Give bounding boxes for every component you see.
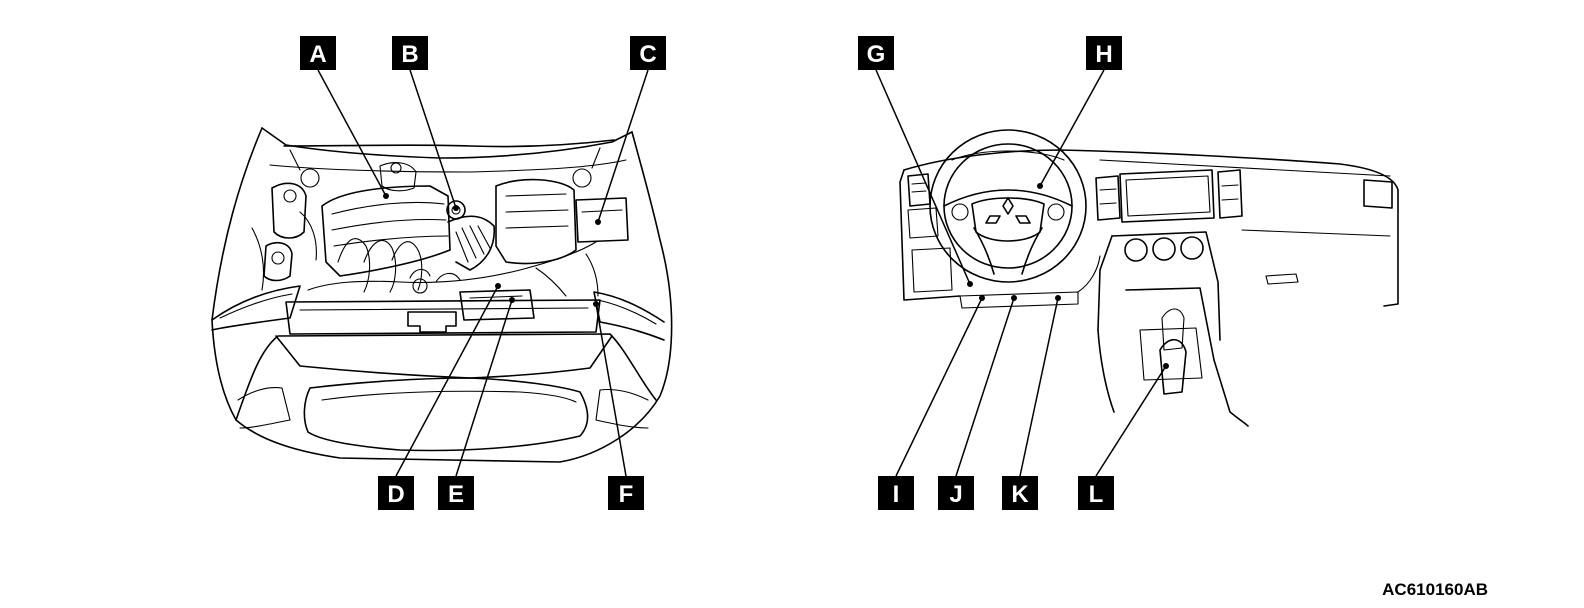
callout-E: E [438, 476, 474, 510]
callout-H-label: H [1095, 41, 1112, 68]
callout-E-label: E [448, 481, 464, 508]
figure-id: AC610160AB [1382, 580, 1488, 599]
callout-F-label: F [619, 481, 634, 508]
callout-I: I [878, 476, 914, 510]
callout-L-label: L [1089, 481, 1104, 508]
callout-C: C [630, 36, 666, 70]
callout-I-label: I [893, 481, 900, 508]
callout-D: D [378, 476, 414, 510]
callout-B: B [392, 36, 428, 70]
callout-K: K [1002, 476, 1038, 510]
callout-F: F [608, 476, 644, 510]
callout-H: H [1086, 36, 1122, 70]
engine-compartment-illustration [211, 127, 673, 463]
callout-G-label: G [867, 41, 886, 68]
callout-G: G [858, 36, 894, 70]
callout-D-label: D [387, 481, 404, 508]
callout-L: L [1078, 476, 1114, 510]
callout-J-label: J [949, 481, 962, 508]
callout-J: J [938, 476, 974, 510]
callout-A: A [300, 36, 336, 70]
callout-K-label: K [1011, 481, 1029, 508]
callout-C-label: C [639, 41, 656, 68]
callout-B-label: B [401, 41, 418, 68]
callout-A-label: A [309, 41, 326, 68]
dashboard-illustration [899, 129, 1399, 427]
leader-lines [317, 69, 1169, 477]
